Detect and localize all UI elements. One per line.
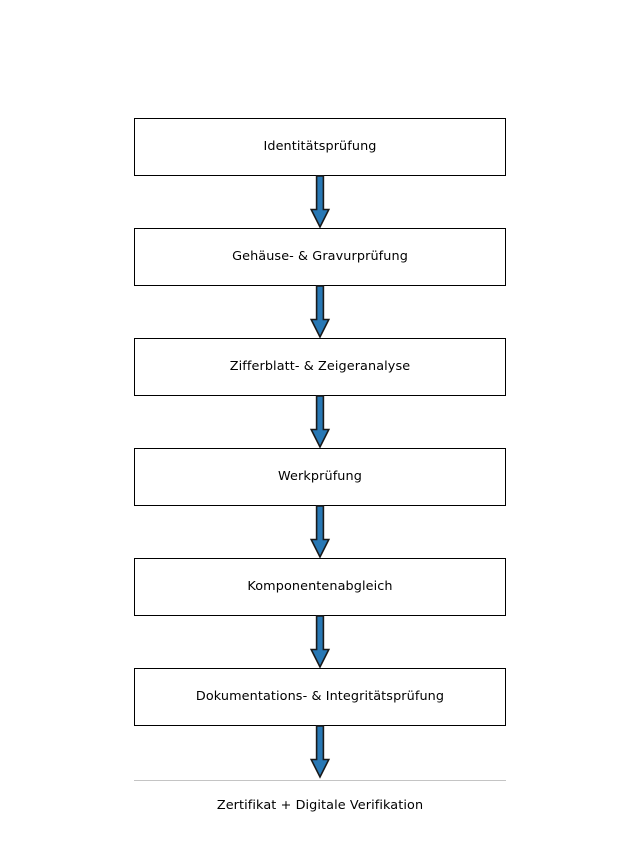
flow-connector-arrow-3 (306, 395, 334, 449)
flow-node-step-4[interactable]: Werkprüfung (134, 448, 506, 506)
flow-node-step-1[interactable]: Identitätsprüfung (134, 118, 506, 176)
flow-node-label: Zertifikat + Digitale Verifikation (216, 798, 424, 813)
flow-node-label: Gehäuse- & Gravurprüfung (232, 248, 408, 264)
arrow-down-icon (309, 615, 331, 669)
flow-node-step-5[interactable]: Komponentenabgleich (134, 558, 506, 616)
flow-connector-arrow-4 (306, 505, 334, 559)
arrow-down-icon (309, 505, 331, 559)
flow-connector-arrow-5 (306, 615, 334, 669)
flow-connector-arrow-2 (306, 285, 334, 339)
arrow-down-icon (309, 175, 331, 229)
arrow-down-icon (309, 725, 331, 779)
flow-node-label: Zifferblatt- & Zeigeranalyse (229, 358, 411, 374)
flowchart-canvas: Identitätsprüfung Gehäuse- & Gravurprüfu… (134, 118, 506, 813)
arrow-down-icon (309, 395, 331, 449)
flow-node-label: Dokumentations- & Integritätsprüfung (195, 688, 445, 704)
flow-node-step-2[interactable]: Gehäuse- & Gravurprüfung (134, 228, 506, 286)
flow-node-label: Identitätsprüfung (263, 138, 377, 154)
flow-node-step-7[interactable]: Zertifikat + Digitale Verifikation (134, 780, 506, 866)
flow-connector-arrow-1 (306, 175, 334, 229)
flow-node-step-3[interactable]: Zifferblatt- & Zeigeranalyse (134, 338, 506, 396)
flow-connector-arrow-6 (306, 725, 334, 779)
flow-node-label: Komponentenabgleich (247, 578, 393, 594)
flow-node-label: Werkprüfung (278, 468, 362, 484)
arrow-down-icon (309, 285, 331, 339)
flow-node-step-6[interactable]: Dokumentations- & Integritätsprüfung (134, 668, 506, 726)
